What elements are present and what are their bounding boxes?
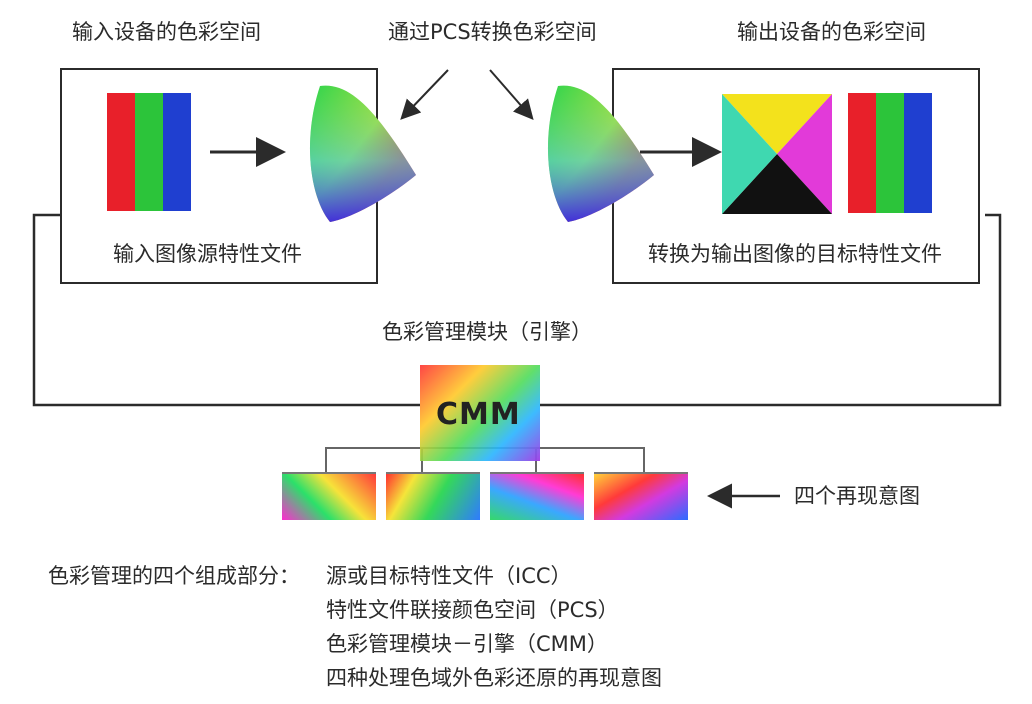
input-rgb-stripes [107, 93, 191, 211]
summary-heading: 色彩管理的四个组成部分： [48, 564, 300, 588]
output-profile-label: 转换为输出图像的目标特性文件 [648, 242, 942, 266]
output-space-label: 输出设备的色彩空间 [737, 20, 926, 44]
summary-item-2: 特性文件联接颜色空间（PCS） [326, 598, 619, 622]
output-gamut-diagram [547, 85, 654, 222]
cmm-module-label: 色彩管理模块（引擎） [382, 320, 592, 344]
output-rgb-stripes [848, 93, 932, 213]
cmm-label: CMM [436, 397, 521, 432]
summary-item-1: 源或目标特性文件（ICC） [326, 564, 572, 588]
left-loop-line [32, 213, 420, 407]
cmm-box: CMM [420, 365, 540, 461]
intent-swatch-1 [282, 472, 376, 520]
intent-swatch-3 [490, 472, 584, 520]
summary-item-3: 色彩管理模块－引擎（CMM） [326, 632, 608, 656]
output-cmyk-square [722, 94, 832, 214]
input-profile-label: 输入图像源特性文件 [113, 242, 302, 266]
right-loop-line [540, 213, 1002, 407]
input-space-label: 输入设备的色彩空间 [72, 20, 261, 44]
summary-item-4: 四种处理色域外色彩还原的再现意图 [326, 666, 662, 690]
intent-swatch-2 [386, 472, 480, 520]
pcs-arrow-left [400, 69, 449, 120]
pcs-arrow-right [489, 69, 534, 121]
four-intents-label: 四个再现意图 [794, 484, 920, 508]
intent-swatch-4 [594, 472, 688, 520]
pcs-convert-label: 通过PCS转换色彩空间 [388, 20, 597, 44]
input-gamut-diagram [309, 85, 416, 222]
